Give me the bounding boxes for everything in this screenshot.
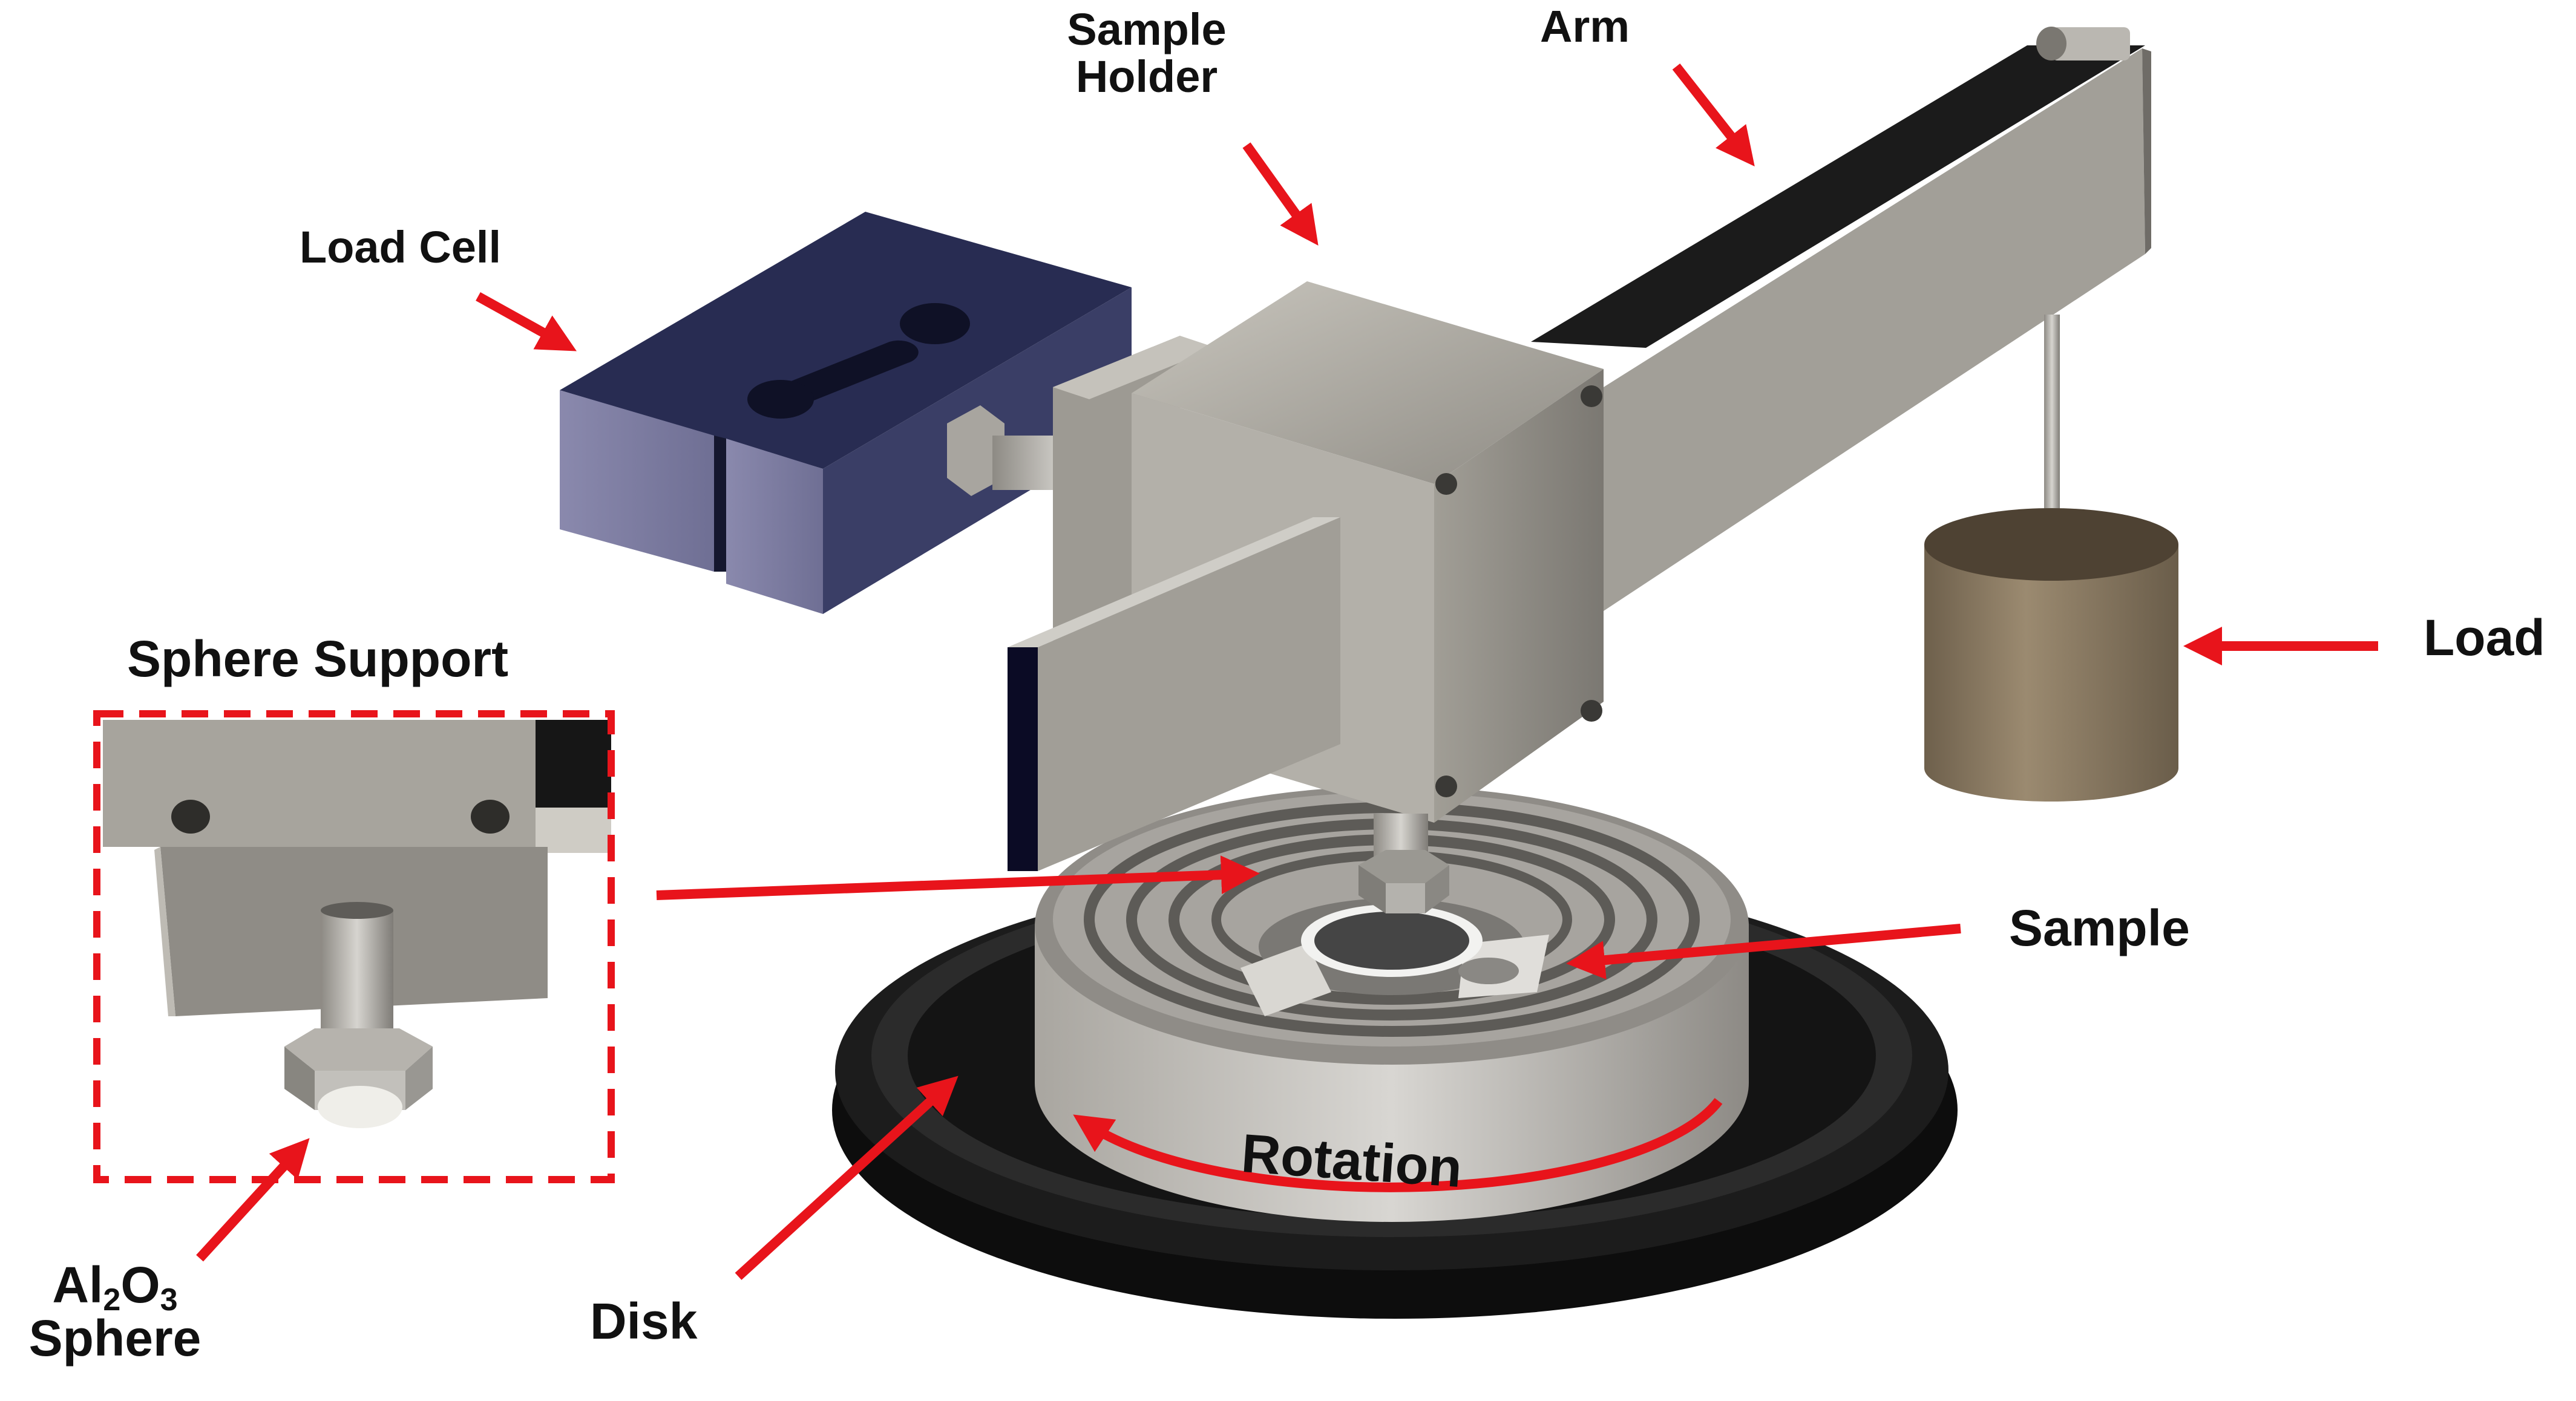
load-weight xyxy=(1924,315,2178,802)
label-sample-holder: Sample Holder xyxy=(1038,6,1256,100)
label-load: Load xyxy=(2424,609,2545,666)
label-sphere-support: Sphere Support xyxy=(127,630,509,687)
label-al2o3-sphere: Al2O3 Sphere xyxy=(6,1258,224,1365)
label-disk: Disk xyxy=(590,1293,698,1350)
sphere-support xyxy=(1358,814,1449,913)
arrow-disk xyxy=(735,1076,959,1280)
label-sample-holder-line2: Holder xyxy=(1075,51,1218,102)
arrow-load-cell xyxy=(476,292,577,351)
rotation-arrow xyxy=(1073,1098,1723,1192)
sphere-support-inset xyxy=(93,710,615,1183)
arrow-arm xyxy=(1672,64,1755,167)
arrow-inset xyxy=(656,855,1260,900)
label-arm: Arm xyxy=(1540,1,1630,51)
label-load-cell: Load Cell xyxy=(300,222,502,272)
label-sample: Sample xyxy=(2009,900,2190,956)
arm xyxy=(1531,27,2151,611)
arrow-sample-holder xyxy=(1242,142,1319,246)
annotation-arrows xyxy=(196,64,2378,1280)
arrow-sphere xyxy=(196,1138,310,1262)
front-lever xyxy=(1008,517,1340,871)
label-al2o3: Al2O3 xyxy=(52,1256,178,1318)
label-sphere-word: Sphere xyxy=(28,1310,202,1367)
arrow-sample xyxy=(1566,924,1961,980)
sample-holder xyxy=(1132,281,1604,823)
load-cell xyxy=(560,212,1132,614)
label-sample-holder-line1: Sample xyxy=(1067,4,1227,54)
